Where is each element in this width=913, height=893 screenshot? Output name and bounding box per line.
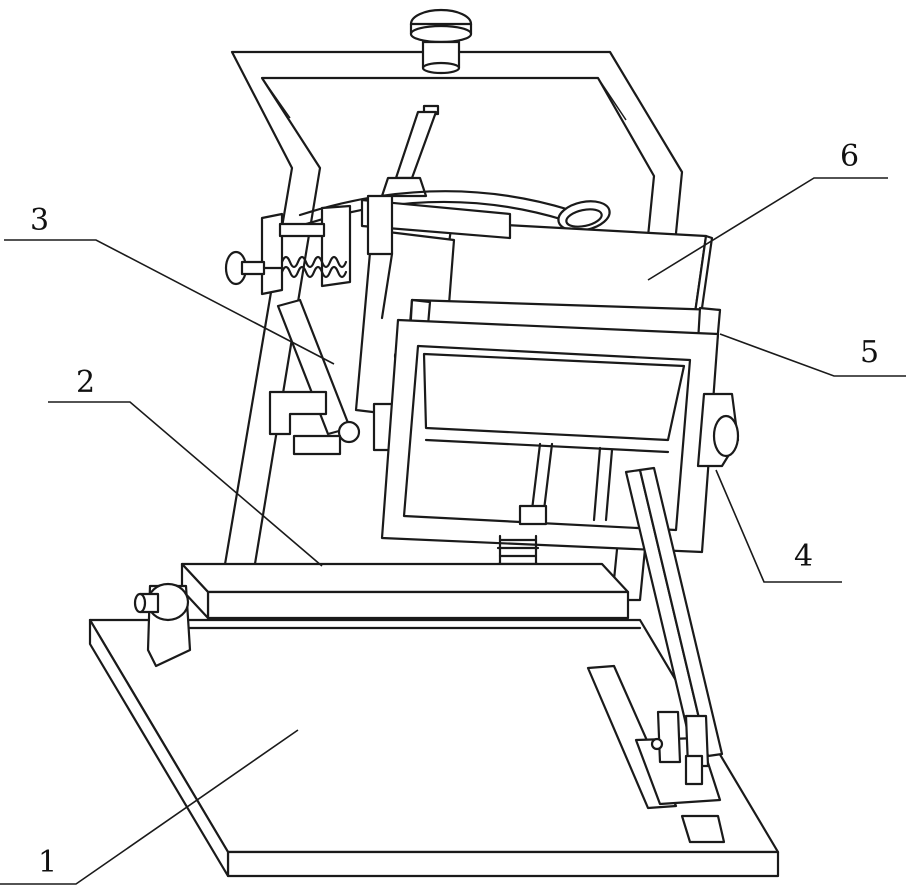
vertical-screw [382,106,438,196]
label-6: 6 [840,139,859,174]
label-2: 2 [76,365,95,400]
holder-frame [382,320,738,552]
knob-left [226,252,264,284]
label-5: 5 [860,335,879,370]
label-1: 1 [38,845,57,880]
label-3: 3 [30,203,49,238]
label-4: 4 [794,539,813,574]
leader-4 [716,470,842,582]
